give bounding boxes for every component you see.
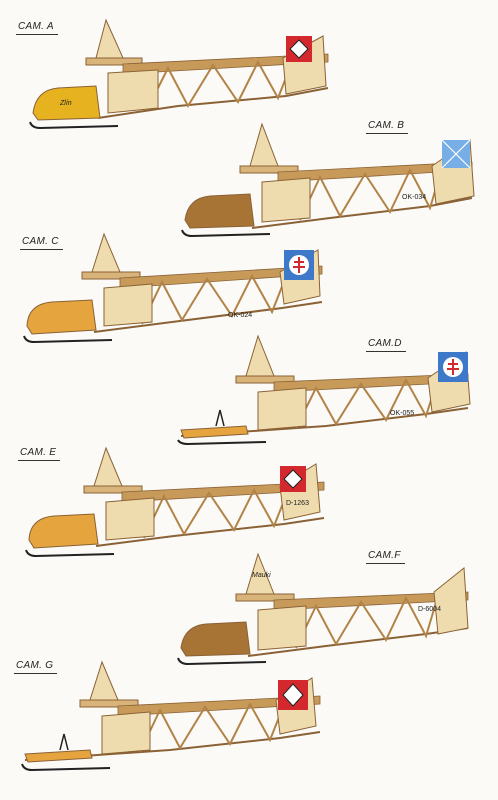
glider-c-drawing (23, 232, 323, 344)
glider-g (20, 660, 330, 776)
nacelle-orange (28, 513, 99, 549)
nose-marking: Mauki (252, 572, 271, 579)
label-cam-d: CAM.D (366, 338, 406, 352)
tail-plain-fabric (433, 567, 469, 635)
glider-e-drawing (25, 446, 325, 558)
nacelle-brown (180, 621, 251, 657)
registration: OK-055 (390, 410, 415, 417)
nacelle-orange (26, 299, 97, 335)
registration: OK-034 (402, 194, 427, 201)
glider-c: OK-024 (22, 232, 332, 350)
glider-b: OK-034 (180, 122, 480, 242)
open-skid-frame (180, 425, 249, 439)
glider-d: OK-055 (176, 334, 476, 446)
nose-marking: Zlín (60, 100, 72, 107)
nacelle-yellow (32, 85, 101, 121)
label-cam-f: CAM.F (366, 550, 405, 564)
glider-a: Zlín (28, 18, 338, 136)
nacelle-brown (184, 193, 255, 229)
glider-f: Mauki D-6004 (176, 552, 476, 666)
glider-a-drawing (29, 18, 329, 130)
glider-b-drawing (181, 122, 475, 238)
registration: D-6004 (418, 606, 441, 613)
label-cam-c: CAM. C (20, 236, 63, 250)
glider-f-drawing (177, 552, 469, 666)
glider-g-drawing (21, 660, 321, 772)
label-cam-e: CAM. E (18, 447, 61, 461)
label-cam-a: CAM. A (16, 21, 58, 35)
registration: OK-024 (228, 312, 253, 319)
registration: D-1263 (286, 500, 309, 507)
glider-e: D-1263 (24, 446, 334, 562)
open-skid-frame (24, 749, 93, 763)
label-cam-b: CAM. B (366, 120, 409, 134)
label-cam-g: CAM. G (14, 660, 58, 674)
glider-d-drawing (177, 334, 471, 446)
